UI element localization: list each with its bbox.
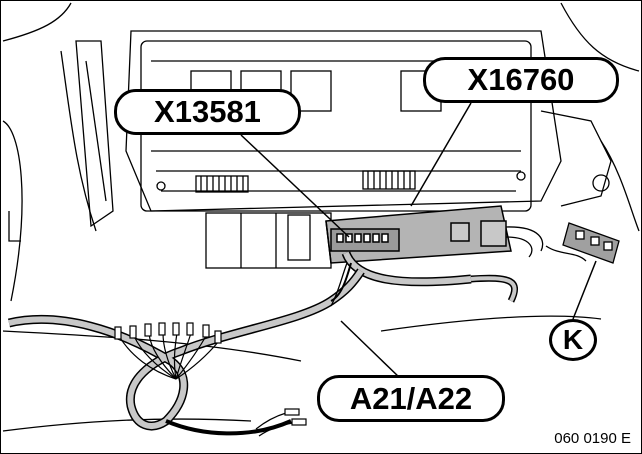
right-bracket-knob bbox=[592, 174, 610, 192]
control-module bbox=[325, 205, 512, 264]
screw-left bbox=[156, 181, 166, 191]
harness-lower-branch bbox=[165, 419, 292, 436]
radio-frame-inner bbox=[151, 60, 521, 192]
label-a21-a22: A21/A22 bbox=[317, 375, 505, 422]
figure-number: 060 0190 E bbox=[554, 430, 631, 447]
module-square bbox=[450, 222, 470, 242]
wire-fan bbox=[118, 332, 220, 380]
leader-a21 bbox=[340, 320, 402, 380]
pillar-left-2 bbox=[60, 50, 97, 232]
leader-x16760 bbox=[410, 102, 472, 207]
leader-k bbox=[572, 260, 597, 320]
harness-main-fill bbox=[8, 269, 364, 429]
connector-k bbox=[562, 222, 620, 264]
connector-x16760-end bbox=[480, 220, 507, 247]
vent-grille-left bbox=[195, 175, 249, 193]
lower-block-window bbox=[287, 214, 311, 261]
cable-to-k bbox=[545, 245, 587, 262]
cable-module-to-right bbox=[505, 226, 544, 252]
upper-slot-3 bbox=[290, 70, 332, 112]
screw-right bbox=[516, 171, 526, 181]
cable-module-to-right-2 bbox=[505, 236, 533, 258]
label-x13581: X13581 bbox=[114, 89, 301, 135]
dashboard-outline-left bbox=[2, 2, 72, 302]
radio-frame-top bbox=[125, 30, 562, 212]
lower-panel-contour bbox=[2, 330, 302, 432]
harness-upper-branch bbox=[330, 262, 352, 302]
label-k: K bbox=[549, 319, 597, 361]
terminal-pair bbox=[255, 408, 307, 437]
cable-bundle-upper-fill bbox=[343, 251, 472, 285]
lower-curve-right bbox=[380, 315, 602, 332]
right-bracket bbox=[540, 110, 612, 207]
connector-pins bbox=[336, 233, 389, 243]
lower-block bbox=[205, 212, 332, 269]
label-x16760: X16760 bbox=[423, 57, 619, 103]
harness-wire-end-1 bbox=[330, 262, 348, 307]
dashboard-outline-right bbox=[560, 2, 640, 232]
cable-loop-right-fill bbox=[470, 276, 517, 302]
vent-grille-right bbox=[362, 170, 416, 190]
leader-x13581 bbox=[240, 134, 350, 238]
pillar-left bbox=[75, 40, 114, 228]
wire-pins bbox=[114, 322, 222, 344]
